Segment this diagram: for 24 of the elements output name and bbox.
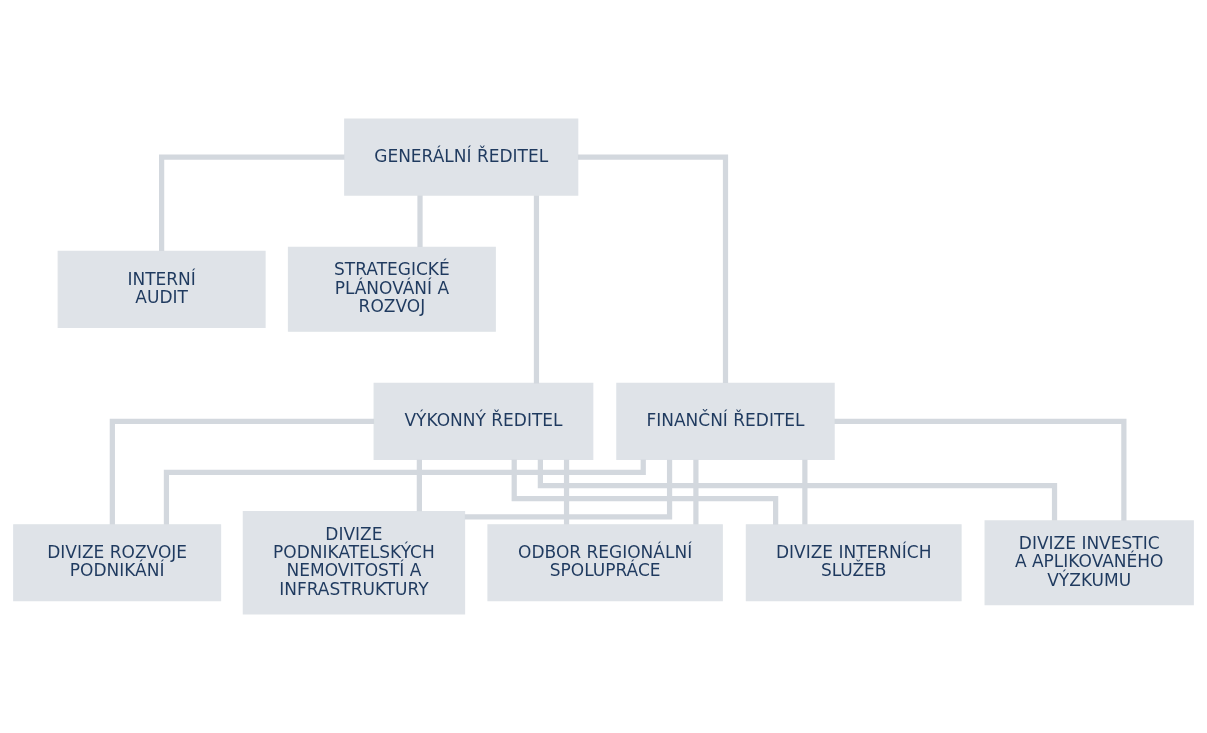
connector <box>537 459 1058 521</box>
node-box: VÝKONNÝ ŘEDITEL <box>373 382 594 461</box>
connector <box>416 459 422 512</box>
connector <box>109 418 375 525</box>
node-box: FINANČNÍ ŘEDITEL <box>616 382 835 461</box>
node-box: INTERNÍ AUDIT <box>57 250 266 328</box>
connector <box>511 459 779 525</box>
node-box: GENERÁLNÍ ŘEDITEL <box>344 118 579 196</box>
node-box: DIVIZE ROZVOJE PODNIKÁNÍ <box>13 524 222 602</box>
connector <box>533 195 540 384</box>
connector <box>802 459 808 525</box>
node-box: ODBOR REGIONÁLNÍ SPOLUPRÁCE <box>487 524 723 602</box>
node-box: STRATEGICKÉ PLÁNOVÁNÍ A ROZVOJ <box>287 246 496 332</box>
connector <box>159 154 345 252</box>
connector <box>693 459 699 525</box>
node-box: DIVIZE PODNIKATELSKÝCH NEMOVITOSTÍ A INFRASTRUKTURY <box>242 511 466 615</box>
node-box: DIVIZE INTERNÍCH SLUŽEB <box>745 524 962 602</box>
connector <box>417 195 423 247</box>
node-box: DIVIZE INVESTIC A APLIKOVANÉHO VÝZKUMU <box>984 520 1194 606</box>
connector <box>563 459 570 525</box>
connector <box>464 459 673 520</box>
connector <box>577 154 729 383</box>
connector <box>163 459 646 525</box>
connector <box>834 418 1127 521</box>
